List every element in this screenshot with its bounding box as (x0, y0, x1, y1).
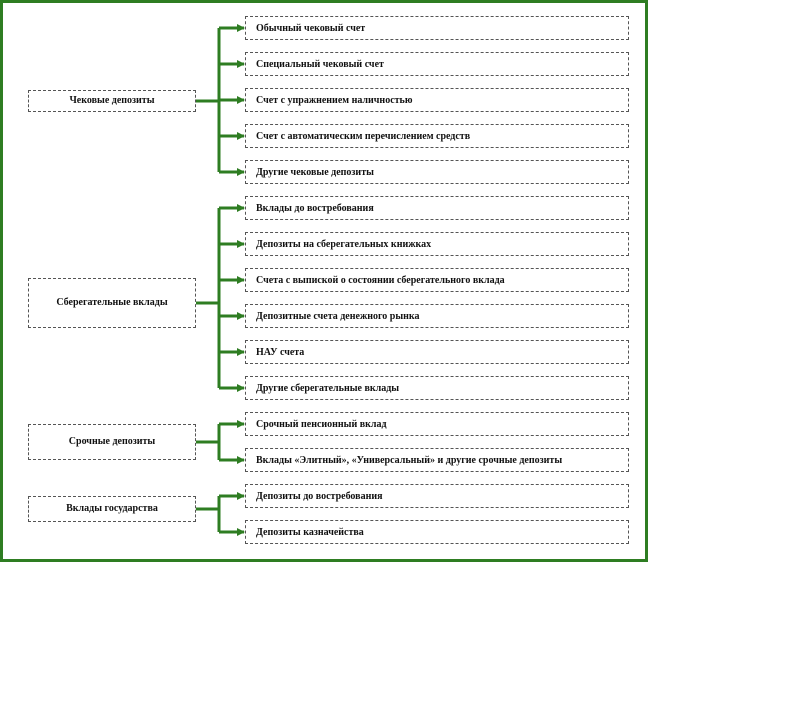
item-money-market-accounts: Депозитные счета денежного рынка (245, 304, 629, 328)
item-statement-savings-accounts: Счета с выпиской о состоянии сберегатель… (245, 268, 629, 292)
item-other-checking-deposits: Другие чековые депозиты (245, 160, 629, 184)
item-nau-accounts: НАУ счета (245, 340, 629, 364)
item-pension-time-deposit: Срочный пенсионный вклад (245, 412, 629, 436)
category-savings-deposits: Сберегательные вклады (28, 278, 196, 328)
diagram-frame (0, 0, 648, 562)
item-other-savings-deposits: Другие сберегательные вклады (245, 376, 629, 400)
item-treasury-deposits: Депозиты казначейства (245, 520, 629, 544)
item-ordinary-checking-account: Обычный чековый счет (245, 16, 629, 40)
item-account-with-cash-management: Счет с упражнением наличностью (245, 88, 629, 112)
item-special-checking-account: Специальный чековый счет (245, 52, 629, 76)
category-time-deposits: Срочные депозиты (28, 424, 196, 460)
item-demand-deposits: Вклады до востребования (245, 196, 629, 220)
category-checking-deposits: Чековые депозиты (28, 90, 196, 112)
item-account-with-auto-transfer: Счет с автоматическим перечислением сред… (245, 124, 629, 148)
item-savings-book-deposits: Депозиты на сберегательных книжках (245, 232, 629, 256)
item-government-demand-deposits: Депозиты до востребования (245, 484, 629, 508)
category-government-deposits: Вклады государства (28, 496, 196, 522)
item-elite-universal-deposits: Вклады «Элитный», «Универсальный» и друг… (245, 448, 629, 472)
